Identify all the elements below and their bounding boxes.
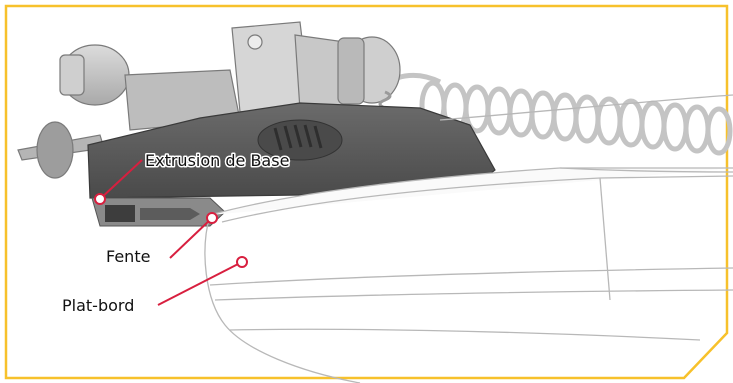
callout-dot-slot <box>207 213 217 223</box>
label-slot: Fente <box>106 247 150 266</box>
callout-dot-base-extrusion <box>95 194 105 204</box>
callout-dot-gunwale <box>237 257 247 267</box>
label-base-extrusion: Extrusion de Base <box>145 151 289 170</box>
label-gunwale: Plat-bord <box>62 296 134 315</box>
